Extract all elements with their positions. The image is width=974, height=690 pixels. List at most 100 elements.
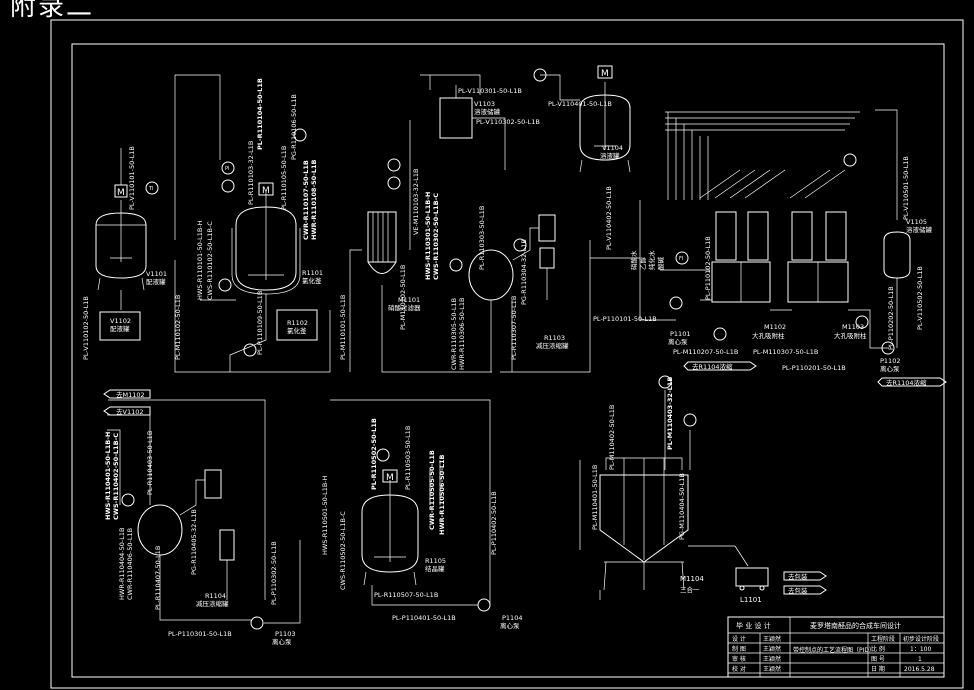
pipe-label: PL-R110403-50-L1B bbox=[146, 431, 154, 495]
motor-label: M bbox=[117, 188, 125, 198]
instruments bbox=[121, 68, 869, 507]
title-signature: 王颖然 bbox=[763, 645, 781, 653]
v1104-tag: V1104 bbox=[602, 144, 623, 152]
l1101-tag: L1101 bbox=[740, 596, 762, 604]
pipe-label: PL-V110402-50-L1B bbox=[605, 186, 613, 250]
v1104-name: 溶液罐 bbox=[600, 151, 620, 160]
pipe-label: HWS-R110101-50-L1B-H bbox=[196, 220, 204, 300]
filter-m1101 bbox=[367, 211, 397, 274]
pipe-label: PL-V110502-50-L1B bbox=[916, 266, 924, 330]
pipe-label: HWR-R110108-50-L1B bbox=[310, 159, 318, 240]
pipe-label: PL-M110102-50-L1B bbox=[399, 265, 407, 330]
pipe-label: PL-M110102-50-L1B bbox=[174, 295, 182, 360]
r1105-name: 结晶罐 bbox=[425, 564, 445, 573]
title-field-label: 日 期 bbox=[871, 665, 885, 673]
evaporator-r1103 bbox=[468, 214, 556, 301]
pipe-label: PL-P110301-50-L1B bbox=[168, 630, 232, 638]
r1103-tag: R1103 bbox=[544, 334, 565, 342]
p1101-tag: P1101 bbox=[670, 330, 690, 338]
pipe-label: PL-V110101-50-L1B bbox=[128, 146, 136, 210]
instrument-fi: FI bbox=[679, 256, 683, 262]
p1104-name: 离心泵 bbox=[500, 621, 520, 630]
svg-text:硝酸水: 硝酸水 bbox=[629, 250, 638, 270]
pipe-labels: PL-V110101-50-L1B PL-V110102-50-L1B HWS-… bbox=[82, 78, 924, 638]
v1101-tag: V1101 bbox=[146, 270, 167, 278]
connector-to-storage-2: 去包装 bbox=[788, 586, 808, 595]
instrument-ti: TI bbox=[148, 186, 154, 192]
m1104-name: 三合一 bbox=[680, 585, 700, 594]
title-block bbox=[727, 616, 945, 678]
pipe-label: PL-M110401-50-L1B bbox=[591, 465, 599, 530]
connector-to-m1102: 去M1102 bbox=[116, 390, 145, 399]
pipe-label: PL-R110109-50-L1B bbox=[256, 291, 264, 355]
m1102-name: 大孔吸附柱 bbox=[752, 331, 785, 340]
p1102-name: 离心泵 bbox=[880, 364, 900, 373]
connector-to-v1102: 去V1102 bbox=[116, 407, 144, 416]
pipe-label: PL-M110402-50-L1B bbox=[608, 405, 616, 470]
svg-text:M: M bbox=[601, 69, 609, 79]
pipe-label: CWS-R110302-50-L1B-C bbox=[432, 193, 440, 280]
pipe-label: HWS-R110501-50-L1B-H bbox=[321, 475, 329, 555]
m1104-tag: M1104 bbox=[680, 575, 704, 583]
p1103-name: 离心泵 bbox=[272, 637, 292, 646]
pipe-label: PG-R110106-50-L1B bbox=[290, 94, 298, 160]
pipe-label: PL-P110202-50-L1B bbox=[887, 286, 895, 350]
offpage-connectors: 去R1104浓缩 去R1104浓缩 去M1102 去V1102 去包装 去包装 bbox=[103, 361, 947, 595]
pipe-label: PL-P110201-50-L1B bbox=[782, 364, 846, 372]
pipe-label: CWR-R110406-50-L1B bbox=[126, 528, 134, 600]
v1102-name: 配液罐 bbox=[110, 324, 130, 333]
pipe-label: PL-M110307-50-L1B bbox=[753, 348, 818, 356]
r1102-box bbox=[276, 309, 318, 341]
v1102-tag: V1102 bbox=[110, 317, 131, 325]
pipe-label: PL-R110303-50-L1B bbox=[478, 206, 486, 270]
inner-frame bbox=[71, 43, 945, 678]
appendix-heading: 附录二 bbox=[10, 0, 95, 22]
pipe-label: PL-R110105-50-L1B bbox=[280, 146, 288, 210]
pipe-label: PL-M110403-32-L1B bbox=[666, 377, 674, 450]
pipe-label: PL-P110401-50-L1B bbox=[392, 614, 456, 622]
pipe-label: PL-V110401-50-L1B bbox=[548, 100, 612, 108]
pump-p1101 bbox=[669, 296, 683, 310]
title-field-value: 2016.5.28 bbox=[904, 666, 935, 673]
cart-l1101 bbox=[735, 567, 769, 587]
pipe-label: HWS-R110401-50-L1B-H bbox=[104, 432, 112, 520]
title-field-label: 工程阶段 bbox=[871, 635, 895, 643]
m1102-tag: M1102 bbox=[764, 323, 786, 331]
pipe-label: CWS-R110502-50-L1B-C bbox=[339, 511, 347, 590]
pipe-label: HWR-R110404-50-L1B bbox=[118, 528, 126, 600]
svg-text:M: M bbox=[262, 186, 270, 196]
connector-to-storage-1: 去包装 bbox=[788, 572, 808, 581]
vessel-v1102-box bbox=[99, 311, 141, 341]
pipe-label: PL-P110402-50-L1B bbox=[490, 491, 498, 555]
p1103-tag: P1103 bbox=[275, 630, 295, 638]
outer-frame bbox=[50, 19, 964, 689]
pipe-label: CWR-R110107-50-L1B bbox=[302, 160, 310, 240]
pipe-label: PL-V110301-50-L1B bbox=[458, 87, 522, 95]
connector-to-r1104-b: 去R1104浓缩 bbox=[886, 378, 927, 387]
pipe-label: PL-P110102-50-L1B bbox=[704, 236, 712, 300]
title-signature: 王颖然 bbox=[763, 665, 781, 673]
filter-dryer-m1104 bbox=[599, 457, 749, 591]
title-role: 制 图 bbox=[732, 645, 746, 653]
v1103-name: 溶液储罐 bbox=[474, 107, 501, 116]
crystallizer-r1105: M bbox=[361, 469, 419, 586]
p1102-tag: P1102 bbox=[880, 357, 900, 365]
title-field-value: 1：100 bbox=[910, 646, 931, 653]
v1105-name: 溶液储罐 bbox=[906, 225, 933, 234]
pipe-label: PL-R110507-50-L1B bbox=[374, 591, 438, 599]
pipe-label: CWS-R110102-50-L1B-C bbox=[206, 221, 214, 300]
title-field-label: 比 例 bbox=[871, 645, 885, 653]
title-project-name: 麦罗塔南醛品的合成车间设计 bbox=[810, 621, 901, 630]
r1104-name: 减压浓缩罐 bbox=[196, 599, 229, 608]
pipe-label: HWR-R110306-50-L1B bbox=[458, 298, 466, 370]
r1102-tag: R1102 bbox=[287, 319, 308, 327]
tank-v1105 bbox=[883, 231, 911, 279]
pipe-label: PL-M110101-50-L1B bbox=[339, 295, 347, 360]
pipe-label: PL-P110302-50-L1B bbox=[270, 541, 278, 605]
pipe-label: PL-M110207-50-L1B bbox=[673, 348, 738, 356]
vessel-v1104: M bbox=[579, 65, 631, 173]
svg-text:纯化水: 纯化水 bbox=[647, 250, 656, 270]
pipe-label: PL-R110104-50-L1B bbox=[256, 78, 264, 150]
pipe-label: HWS-R110301-50-L1B-H bbox=[424, 192, 432, 280]
